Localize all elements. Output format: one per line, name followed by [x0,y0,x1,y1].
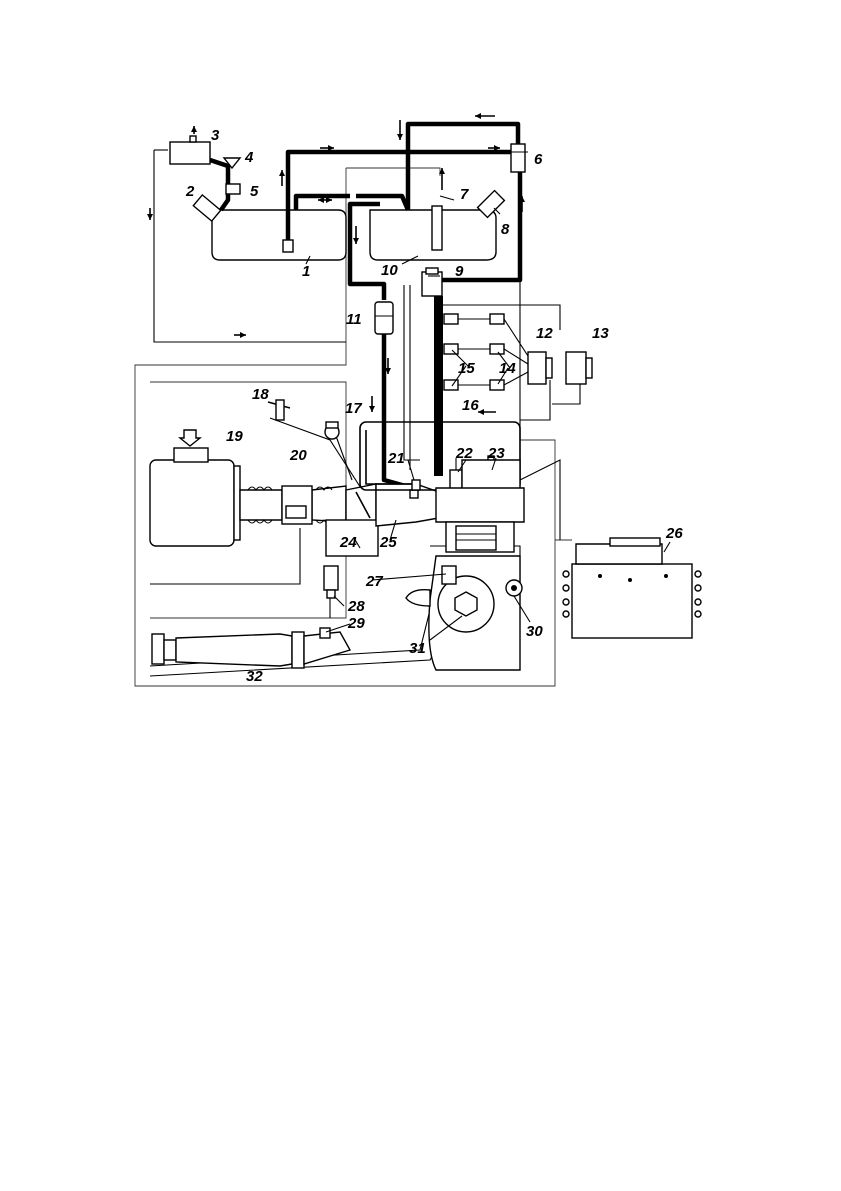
injector-22 [450,458,462,490]
label-20: 20 [289,447,307,464]
injectors-15 [444,314,490,390]
sensor-28 [324,566,338,598]
label-7: 7 [460,186,469,203]
label-21: 21 [387,450,405,467]
air-filter-19 [150,430,240,546]
label-18: 18 [252,386,269,403]
label-13: 13 [592,325,609,342]
fuel-lines [210,124,520,490]
label-5: 5 [250,183,259,200]
label-19: 19 [226,428,243,445]
label-12: 12 [536,325,553,342]
label-4: 4 [244,149,254,166]
label-2: 2 [185,183,195,200]
ignition-module-12 [528,352,552,384]
label-22: 22 [455,445,473,462]
ecu-26 [563,538,701,638]
label-15: 15 [458,360,475,377]
pump-9 [422,268,442,296]
fuel-tank-1 [212,210,346,260]
label-10: 10 [381,262,398,279]
label-14: 14 [499,360,516,377]
label-9: 9 [455,263,464,280]
label-23: 23 [487,445,505,462]
label-28: 28 [347,598,365,615]
label-6: 6 [534,151,543,168]
label-17: 17 [345,400,362,417]
component-6 [508,144,528,172]
label-31: 31 [409,640,426,657]
label-29: 29 [347,615,365,632]
label-11: 11 [346,311,362,328]
knock-sensor-27 [442,566,456,584]
lambda-sensor-29 [320,628,330,638]
fuel-rail-16 [434,296,443,476]
sensor-21 [412,480,420,490]
fuel-filter-11 [375,302,393,334]
throttle-cable-18 [268,400,290,420]
ignition-coil-13 [566,352,592,384]
label-1: 1 [302,263,310,280]
air-flow-meter-20 [282,486,312,524]
label-32: 32 [246,668,263,685]
plug-leads-14 [490,314,528,390]
label-24: 24 [339,534,357,551]
valve-5 [226,184,240,194]
fuel-tank-10 [370,206,496,260]
sensor-17 [325,422,339,439]
label-25: 25 [379,534,397,551]
label-26: 26 [665,525,683,542]
canister-3 [170,136,210,164]
label-30: 30 [526,623,543,640]
label-27: 27 [365,573,383,590]
label-16: 16 [462,397,479,414]
label-8: 8 [501,221,510,238]
valve-cover [436,460,524,522]
crank-sensor-30 [506,580,522,596]
label-3: 3 [211,127,220,144]
